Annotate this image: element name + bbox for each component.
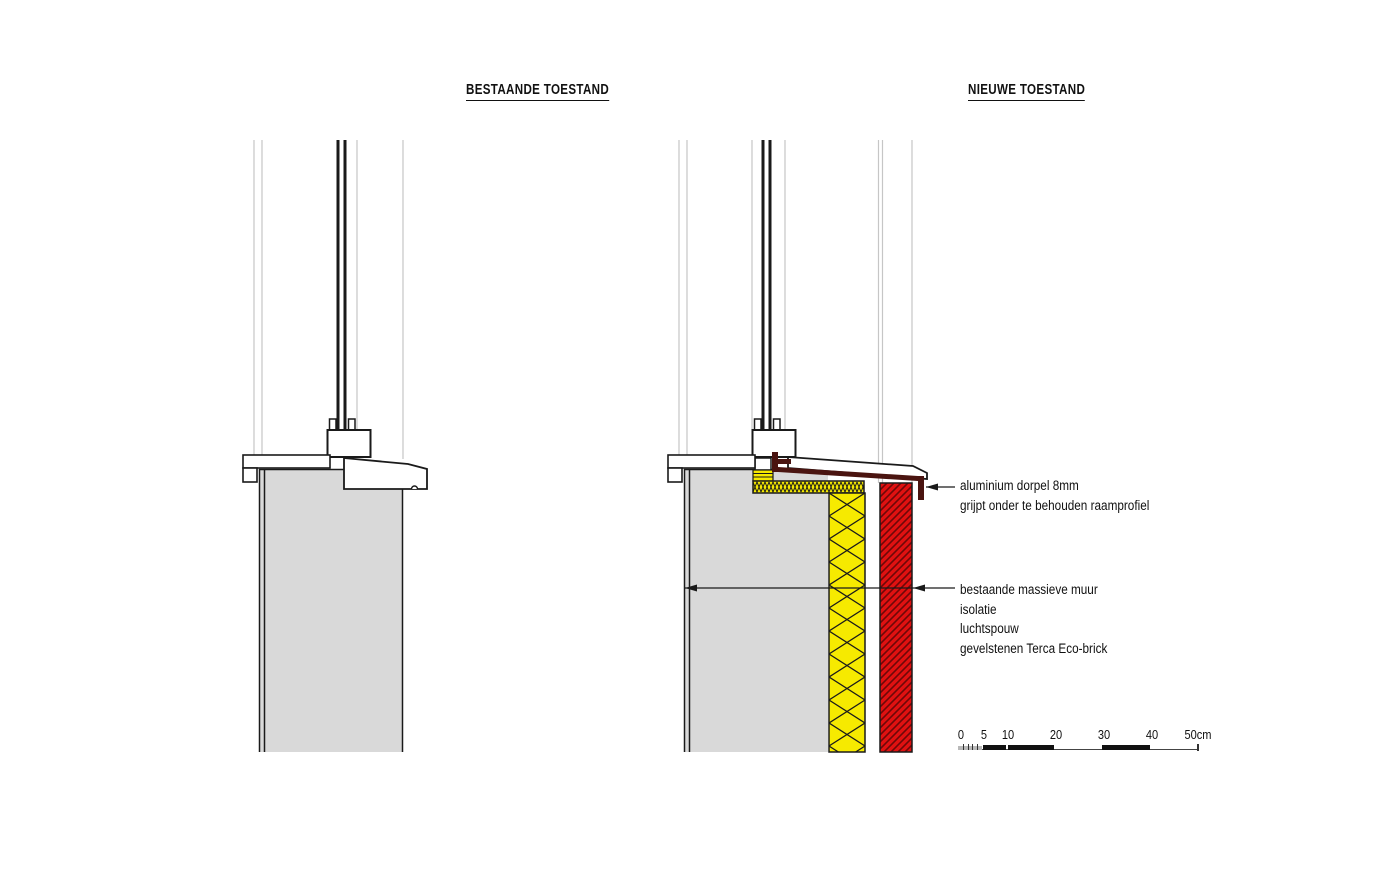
scale-label-40: 40 bbox=[1145, 727, 1159, 742]
annotation-line: aluminium dorpel 8mm bbox=[960, 478, 1079, 493]
scale-segment-10-20 bbox=[1008, 745, 1054, 750]
arrowhead bbox=[685, 584, 697, 592]
title-existing-state: BESTAANDE TOESTAND bbox=[466, 82, 610, 101]
interior-sill-right bbox=[667, 454, 756, 483]
existing-detail-drawing bbox=[242, 140, 428, 752]
exterior-sill-right bbox=[787, 456, 928, 480]
existing-wall bbox=[259, 469, 403, 752]
annotation-aluminium-dorpel: aluminium dorpel 8mm grijpt onder te beh… bbox=[960, 476, 1149, 516]
scale-label-30: 30 bbox=[1097, 727, 1111, 742]
existing-wall-new bbox=[684, 469, 828, 752]
aluminium-sill bbox=[772, 452, 924, 500]
arrowhead bbox=[913, 584, 925, 592]
scale-label-5: 5 bbox=[980, 727, 988, 742]
window-frame-left bbox=[326, 418, 372, 458]
annotation-line: bestaande massieve muur bbox=[960, 582, 1098, 597]
drip-notch bbox=[410, 485, 419, 490]
annotation-line: luchtspouw bbox=[960, 621, 1019, 637]
scale-label-10: 10 bbox=[1001, 727, 1015, 742]
scale-segment-5-10 bbox=[983, 745, 1006, 750]
annotation-line: grijpt onder te behouden raamprofiel bbox=[960, 498, 1150, 513]
leader-wall-layers bbox=[685, 584, 955, 592]
scale-tick bbox=[977, 744, 979, 750]
interior-sill-left bbox=[242, 454, 331, 483]
sill-insulation-block bbox=[752, 469, 774, 482]
scale-tick bbox=[972, 744, 974, 750]
scale-tick bbox=[967, 744, 969, 750]
title-new-state: NIEUWE TOESTAND bbox=[968, 82, 1086, 101]
existing-wall-outline bbox=[258, 468, 404, 752]
annotation-line: gevelstenen Terca Eco-brick bbox=[960, 641, 1108, 657]
leader-dorpel bbox=[926, 483, 955, 491]
scale-label-0: 0 bbox=[957, 727, 965, 742]
exterior-sill-left bbox=[343, 457, 428, 490]
projection-lines-left bbox=[253, 140, 404, 468]
scale-end-tick bbox=[1197, 744, 1199, 751]
scale-tick bbox=[962, 744, 964, 750]
scale-bar-baseline bbox=[958, 749, 1199, 751]
wall-insulation-batt bbox=[828, 492, 866, 753]
projection-lines-right bbox=[678, 140, 913, 483]
arrowhead bbox=[926, 483, 938, 491]
scale-bar-subdivided-segment bbox=[958, 746, 982, 750]
scale-label-50cm: 50cm bbox=[1184, 727, 1212, 742]
window-glazing-left bbox=[336, 140, 347, 444]
new-detail-drawing bbox=[667, 140, 955, 753]
brick-veneer bbox=[879, 482, 913, 753]
window-glazing-right bbox=[761, 140, 772, 444]
scale-segment-30-40 bbox=[1102, 745, 1150, 750]
annotation-line: isolatie bbox=[960, 601, 997, 617]
annotation-wall-layers: bestaande massieve muur isolatie luchtsp… bbox=[960, 580, 1107, 659]
horizontal-insulation-strip bbox=[752, 480, 865, 494]
scale-label-20: 20 bbox=[1049, 727, 1063, 742]
